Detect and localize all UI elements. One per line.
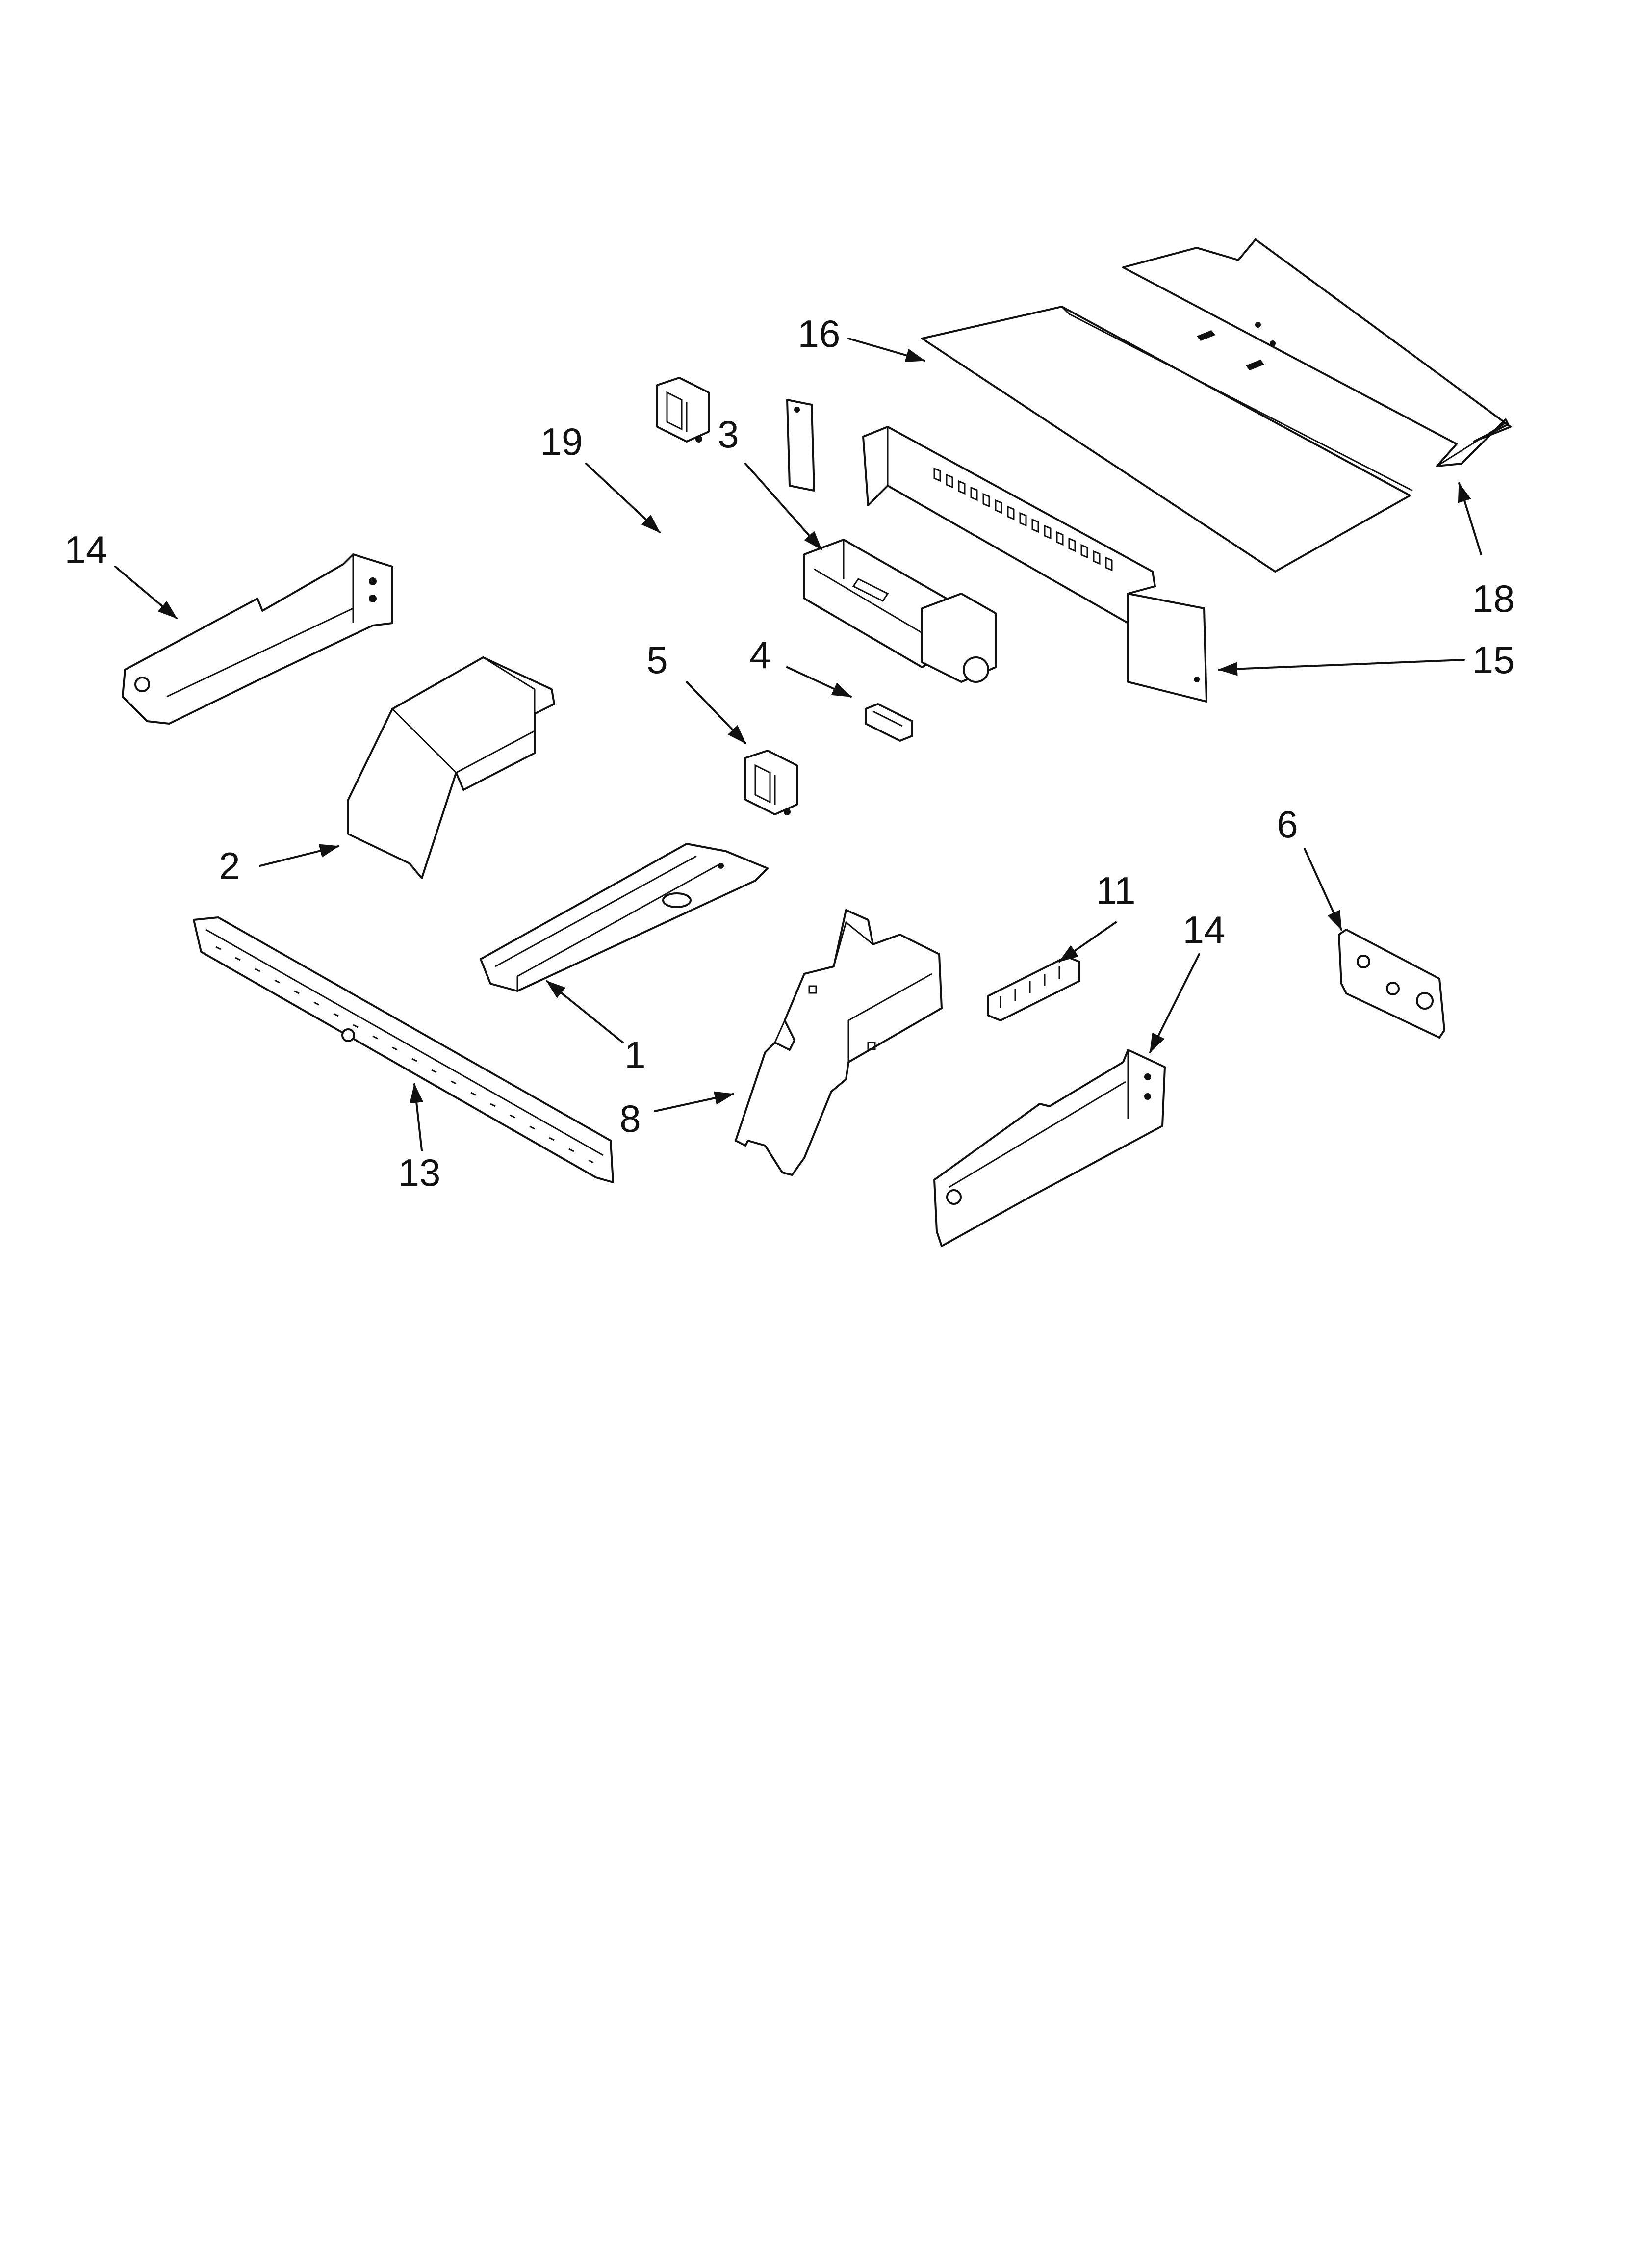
callout-5: 5 (646, 638, 667, 681)
callout-2: 2 (219, 844, 240, 887)
callout-8: 8 (619, 1097, 641, 1140)
part-14-right-bracket (933, 1049, 1166, 1247)
part-14-left-bracket (122, 553, 393, 725)
callout-13: 13 (398, 1151, 441, 1194)
part-8-shield (735, 909, 943, 1176)
part-1-channel (480, 843, 769, 992)
part-11-terminal-block (987, 956, 1080, 1021)
callout-18: 18 (1472, 577, 1515, 620)
part-5-switch (744, 750, 798, 815)
callout-16: 16 (798, 312, 841, 355)
part-13-rail (193, 916, 614, 1183)
part-2-duct (347, 656, 555, 879)
callout-labels: 16 19 3 14 18 15 5 4 2 6 11 14 1 8 13 (65, 312, 1515, 1194)
part-19-switch (656, 377, 710, 443)
callout-arrows (114, 338, 1482, 1151)
callout-14-right: 14 (1183, 908, 1226, 951)
part-6-bracket (1338, 929, 1445, 1039)
callout-3: 3 (718, 413, 739, 456)
part-3-lock-assembly (803, 539, 997, 683)
callout-6: 6 (1277, 803, 1298, 846)
part-15-front-panel (786, 399, 1207, 703)
part-16-plate (921, 306, 1413, 573)
callout-11: 11 (1096, 869, 1136, 912)
vent-slots (933, 467, 1113, 572)
callout-15: 15 (1472, 638, 1515, 681)
part-18-top-cover (1122, 238, 1512, 467)
callout-1: 1 (624, 1033, 645, 1076)
part-4-connector (865, 703, 913, 742)
callout-4: 4 (749, 633, 770, 677)
callout-19: 19 (540, 420, 583, 463)
callout-14-left: 14 (65, 528, 107, 571)
